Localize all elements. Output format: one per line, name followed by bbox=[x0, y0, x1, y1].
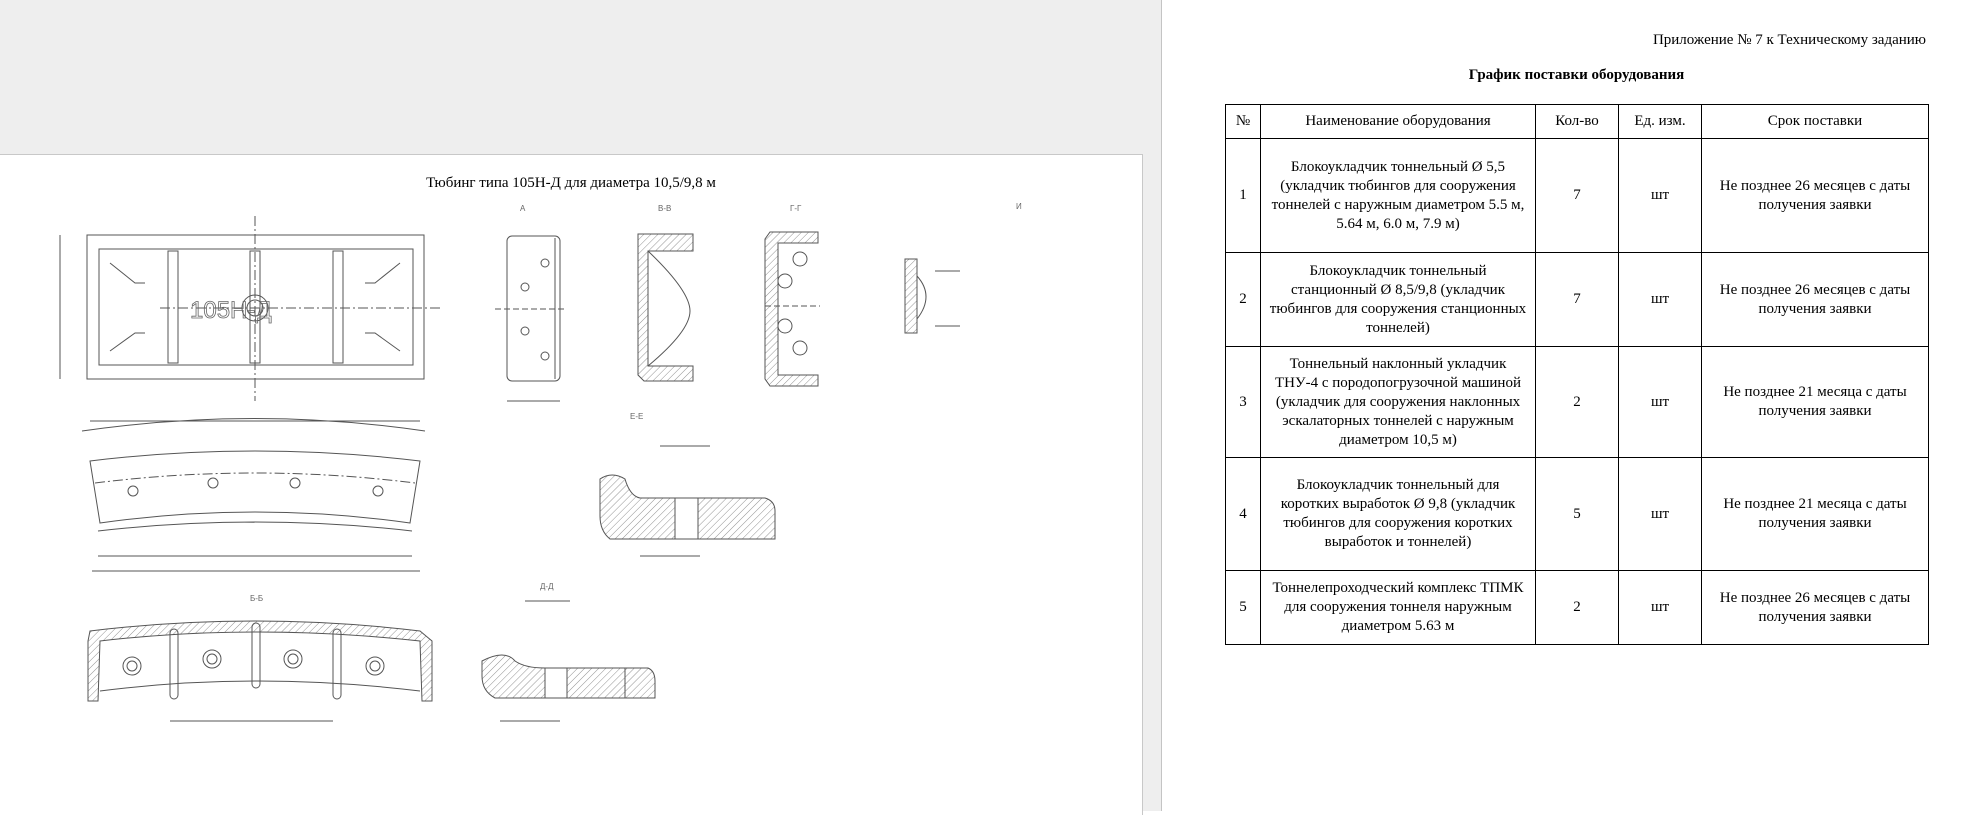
table-row: 5 Тоннелепроходческий комплекс ТПМК для … bbox=[1225, 570, 1929, 645]
plan-view: 105Н-Д bbox=[59, 216, 440, 401]
technical-drawing: А В-В Г-Г И Е-Е Б-Б Д-Д 105Н-Д bbox=[59, 202, 1022, 722]
column-header-term: Срок поставки bbox=[1701, 104, 1929, 139]
section-bb-view bbox=[87, 620, 433, 722]
unit: шт bbox=[1618, 346, 1702, 458]
section-vv-view bbox=[637, 233, 694, 382]
equipment-name: Блокоукладчик тоннельный станционный Ø 8… bbox=[1260, 252, 1536, 347]
label-section-dd: Д-Д bbox=[540, 582, 554, 591]
table-row: 2 Блокоукладчик тоннельный станционный Ø… bbox=[1225, 252, 1929, 347]
quantity: 2 bbox=[1535, 346, 1619, 458]
section-ee-view bbox=[599, 445, 776, 557]
label-section-vv: В-В bbox=[658, 204, 671, 213]
delivery-term: Не позднее 21 месяца с даты получения за… bbox=[1701, 457, 1929, 571]
table-row: 3 Тоннельный наклонный укладчик ТНУ-4 с … bbox=[1225, 346, 1929, 458]
segment-marking: 105Н-Д bbox=[190, 297, 272, 324]
delivery-schedule-table: № Наименование оборудования Кол-во Ед. и… bbox=[1225, 104, 1929, 645]
row-number: 3 bbox=[1225, 346, 1261, 458]
unit: шт bbox=[1618, 457, 1702, 571]
appendix-label: Приложение № 7 к Техническому заданию bbox=[1652, 32, 1926, 48]
unit: шт bbox=[1618, 138, 1702, 253]
row-number: 4 bbox=[1225, 457, 1261, 571]
drawing-viewer: Тюбинг типа 105Н-Д для диаметра 10,5/9,8… bbox=[0, 0, 1162, 815]
unit: шт bbox=[1618, 570, 1702, 645]
drawing-page: Тюбинг типа 105Н-Д для диаметра 10,5/9,8… bbox=[0, 154, 1143, 815]
label-view-a: А bbox=[520, 204, 526, 213]
equipment-name: Тоннелепроходческий комплекс ТПМК для со… bbox=[1260, 570, 1536, 645]
detail-i-view bbox=[904, 258, 960, 334]
delivery-term: Не позднее 26 месяцев с даты получения з… bbox=[1701, 138, 1929, 253]
row-number: 5 bbox=[1225, 570, 1261, 645]
column-header-quantity: Кол-во bbox=[1535, 104, 1619, 139]
quantity: 2 bbox=[1535, 570, 1619, 645]
equipment-name: Блокоукладчик тоннельный для коротких вы… bbox=[1260, 457, 1536, 571]
unit: шт bbox=[1618, 252, 1702, 347]
column-header-number: № bbox=[1225, 104, 1261, 139]
row-number: 2 bbox=[1225, 252, 1261, 347]
view-a bbox=[495, 235, 565, 402]
delivery-term: Не позднее 21 месяца с даты получения за… bbox=[1701, 346, 1929, 458]
table-row: 4 Блокоукладчик тоннельный для коротких … bbox=[1225, 457, 1929, 571]
document-page: Приложение № 7 к Техническому заданию Гр… bbox=[1162, 0, 1968, 811]
document-title: График поставки оборудования bbox=[1468, 67, 1685, 83]
label-detail-i: И bbox=[1016, 202, 1022, 211]
table-row: 1 Блокоукладчик тоннельный Ø 5,5 (укладч… bbox=[1225, 138, 1929, 253]
quantity: 5 bbox=[1535, 457, 1619, 571]
section-gg-view bbox=[764, 231, 820, 387]
equipment-name: Тоннельный наклонный укладчик ТНУ-4 с по… bbox=[1260, 346, 1536, 458]
label-section-gg: Г-Г bbox=[790, 204, 802, 213]
table-header-row: № Наименование оборудования Кол-во Ед. и… bbox=[1225, 104, 1929, 139]
section-dd-view bbox=[481, 600, 656, 722]
delivery-term: Не позднее 26 месяцев с даты получения з… bbox=[1701, 252, 1929, 347]
delivery-term: Не позднее 26 месяцев с даты получения з… bbox=[1701, 570, 1929, 645]
drawing-title: Тюбинг типа 105Н-Д для диаметра 10,5/9,8… bbox=[426, 175, 716, 191]
label-section-bb: Б-Б bbox=[250, 594, 263, 603]
label-section-ee: Е-Е bbox=[630, 412, 643, 421]
equipment-name: Блокоукладчик тоннельный Ø 5,5 (укладчик… bbox=[1260, 138, 1536, 253]
row-number: 1 bbox=[1225, 138, 1261, 253]
column-header-name: Наименование оборудования bbox=[1260, 104, 1536, 139]
arc-view bbox=[81, 418, 426, 572]
column-header-unit: Ед. изм. bbox=[1618, 104, 1702, 139]
quantity: 7 bbox=[1535, 138, 1619, 253]
quantity: 7 bbox=[1535, 252, 1619, 347]
